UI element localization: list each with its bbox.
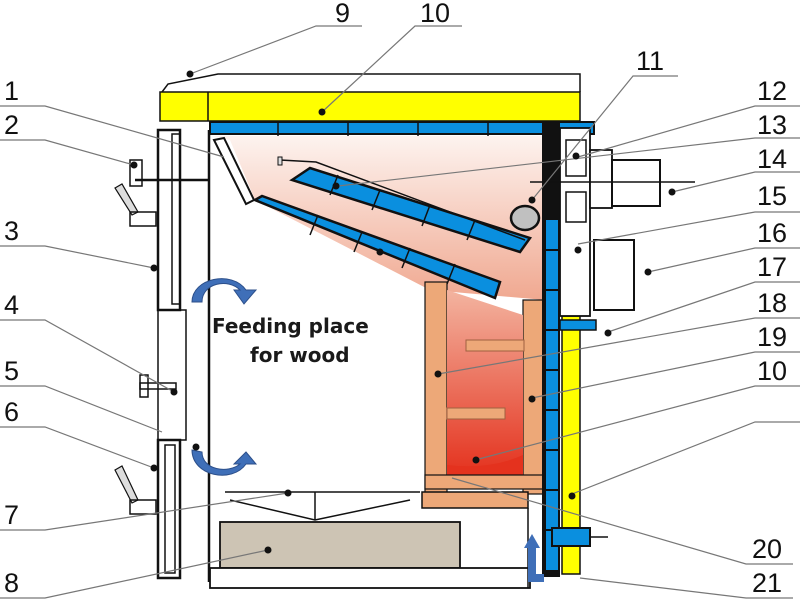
upper-heat-zone [212,136,545,300]
leader-lines [0,25,800,599]
label-20: 20 [752,534,782,564]
leader-dots [130,70,676,554]
label-17: 17 [757,252,787,282]
rear-air-arrow-icon [524,534,544,582]
label-7: 7 [4,500,19,530]
front-inclined-plate [212,136,256,206]
label-3: 3 [4,216,19,246]
ash-pan [219,521,461,569]
caption-line-1: Feeding place [212,314,369,338]
label-10-top: 10 [420,0,450,28]
label-13: 13 [757,110,787,140]
caption-line-2: for wood [250,343,350,367]
combustion-chamber [421,281,544,509]
label-4: 4 [4,290,19,320]
label-10-right: 10 [757,356,787,386]
rear-water-jacket [542,122,560,577]
smoke-pipe [509,204,541,232]
label-1: 1 [4,76,19,106]
label-11: 11 [636,46,664,76]
label-2: 2 [4,110,19,140]
label-18: 18 [757,288,787,318]
label-5: 5 [4,356,19,386]
labels-left: 1 2 3 4 5 6 7 8 [4,76,19,598]
upper-arrow-icon [191,278,258,305]
label-15: 15 [757,181,787,211]
label-14: 14 [757,144,787,174]
top-insulation [159,91,581,122]
label-12: 12 [757,76,787,106]
lower-arrow-icon [191,449,258,476]
label-16: 16 [757,218,787,248]
label-6: 6 [4,397,19,427]
top-water-jacket [209,121,595,140]
grate-and-ash-pan [209,491,531,589]
label-8: 8 [4,568,19,598]
labels-right: 12 13 14 15 16 17 18 19 10 20 21 [752,76,787,598]
label-19: 19 [757,322,787,352]
airflow-arrows [191,278,544,582]
label-9: 9 [335,0,350,28]
front-frame [114,128,211,582]
label-21: 21 [752,568,782,598]
labels-top: 9 10 11 [335,0,664,76]
top-cover [159,73,581,122]
